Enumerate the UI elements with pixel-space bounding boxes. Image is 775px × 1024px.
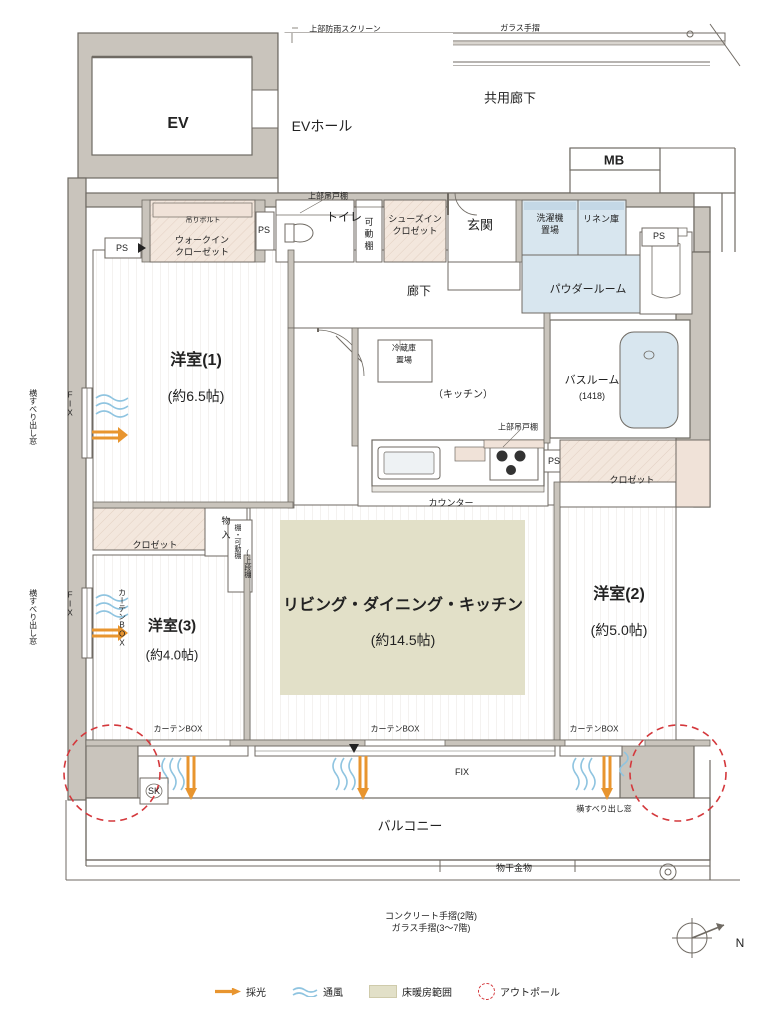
label-ps-toilet: PS — [257, 224, 271, 235]
legend: 採光 通風 床暖房範囲 アウトポール — [0, 983, 775, 1000]
label-curtain-box-1: カーテンBOX — [153, 724, 203, 734]
label-ldk: リビング・ダイニング・キッチン — [282, 596, 524, 614]
label-curtain-box-left: カーテンBOX — [117, 588, 127, 648]
wind-icon — [292, 986, 318, 998]
label-washer-2: 置場 — [540, 224, 560, 235]
label-ps-mid: PS — [547, 455, 561, 466]
label-compass-north: N — [735, 936, 745, 951]
label-shoe-in-closet-2: クロゼット — [392, 225, 438, 236]
label-slide-window-left-2: 横すべり出し窓 — [28, 589, 38, 645]
label-bathroom: バスルーム — [564, 374, 620, 387]
floor-heating-icon — [369, 985, 397, 998]
label-upper-cabinet-1: 上部吊戸棚 — [308, 191, 348, 201]
legend-label-ventilation: 通風 — [323, 988, 343, 999]
label-upper-cabinet-2: 上部吊戸棚 — [498, 422, 538, 432]
label-washitsu-2: 洋室(2) — [593, 585, 645, 603]
label-ldk-size: (約14.5帖) — [370, 631, 436, 648]
legend-label-out-pole: アウトポール — [500, 988, 560, 999]
label-upper-rain-screen: 上部防雨スクリーン — [309, 24, 381, 34]
label-washer-1: 洗濯機 — [536, 212, 564, 223]
label-toilet: トイレ — [325, 210, 363, 225]
label-shelf-note-2: (上段棚 — [244, 550, 252, 578]
legend-item-floor-heating: 床暖房範囲 — [369, 984, 452, 999]
label-ps-right-top: PS — [652, 230, 666, 241]
label-walk-in-closet-line1: ウォークイン — [174, 234, 230, 245]
label-ev: EV — [167, 114, 189, 132]
label-laundry-pole: 物干金物 — [495, 862, 533, 873]
label-linen: リネン庫 — [582, 213, 620, 224]
label-storage-1: 物 — [221, 515, 231, 526]
label-shelf-note-1: 棚・可動棚 — [234, 524, 242, 559]
label-closet-right: クロゼット — [609, 474, 655, 485]
legend-label-daylight: 採光 — [246, 988, 266, 999]
label-fix-left-1: FIX — [65, 390, 75, 418]
label-bathroom-size: (1418) — [578, 390, 606, 401]
legend-item-daylight: 採光 — [215, 984, 266, 999]
label-washitsu-3-size: (約4.0帖) — [145, 647, 199, 663]
label-counter: カウンター — [428, 497, 474, 508]
label-powder-room: パウダールーム — [549, 283, 627, 296]
label-shoe-in-closet-1: シューズイン — [388, 213, 442, 224]
label-curtain-box-3: カーテンBOX — [569, 724, 619, 734]
label-genkan: 玄関 — [466, 217, 494, 233]
sun-arrow-icon — [215, 987, 241, 996]
label-washitsu-2-size: (約5.0帖) — [590, 621, 648, 638]
label-slide-window-right: 横すべり出し窓 — [576, 804, 632, 814]
label-handrail-note-2: ガラス手摺(3～7階) — [391, 922, 471, 933]
label-ev-hall: EVホール — [291, 117, 353, 134]
label-fix-left-2: FIX — [65, 590, 75, 618]
label-walk-in-closet-line2: クローゼット — [174, 246, 230, 257]
label-fridge-1: 冷蔵庫 — [392, 343, 416, 353]
label-fridge-2: 置場 — [396, 355, 412, 365]
out-pole-icon — [478, 983, 495, 1000]
label-corridor: 廊下 — [406, 284, 432, 299]
label-hanger-bolt: 吊りボルト — [185, 216, 221, 224]
label-movable-shelf-1: 可 — [364, 216, 374, 227]
label-mb: MB — [603, 152, 625, 168]
label-fix-bottom: FIX — [454, 766, 470, 777]
label-movable-shelf-2: 動 — [364, 228, 374, 239]
label-curtain-box-2: カーテンBOX — [370, 724, 420, 734]
label-balcony: バルコニー — [377, 818, 443, 834]
label-movable-shelf-3: 棚 — [364, 240, 374, 251]
label-ps-left: PS — [115, 242, 129, 253]
legend-item-out-pole: アウトポール — [478, 983, 560, 1000]
legend-item-ventilation: 通風 — [292, 984, 343, 999]
label-washitsu-1: 洋室(1) — [170, 351, 222, 369]
label-storage-2: 入 — [221, 529, 231, 540]
label-common-corridor: 共用廊下 — [483, 90, 537, 106]
label-washitsu-1-size: (約6.5帖) — [167, 387, 225, 404]
label-closet-left: クロゼット — [132, 539, 178, 550]
label-sk: SK — [147, 785, 161, 796]
legend-label-floor-heating: 床暖房範囲 — [402, 988, 452, 999]
label-slide-window-left-1: 横すべり出し窓 — [28, 389, 38, 445]
label-handrail-note-1: コンクリート手摺(2階) — [384, 910, 478, 921]
label-washitsu-3: 洋室(3) — [147, 617, 197, 635]
label-glass-handrail-top: ガラス手摺 — [500, 23, 540, 33]
label-kitchen: （キッチン） — [433, 389, 493, 401]
